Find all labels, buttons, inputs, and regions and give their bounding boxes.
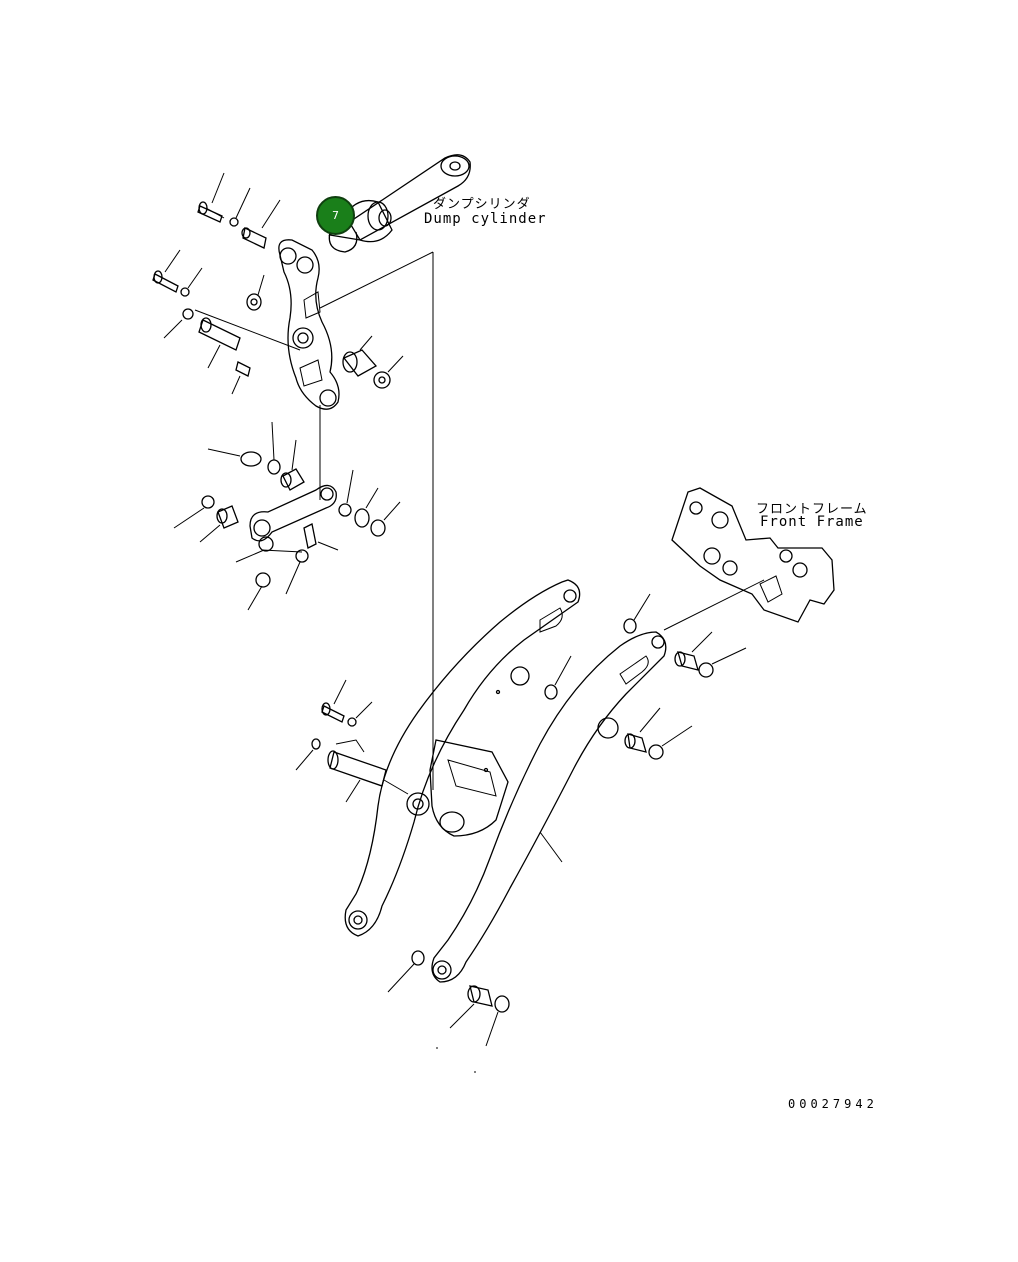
nut-frame-a <box>698 647 747 678</box>
bushing-frame-a <box>674 631 713 671</box>
nut-mid-c <box>338 469 354 517</box>
arm-grease <box>295 738 321 771</box>
callout-number: 7 <box>332 209 339 222</box>
bushing-lower <box>449 985 493 1029</box>
seal-right <box>354 487 379 528</box>
arm-bolt <box>321 679 347 723</box>
front-frame-label-jp: フロントフレーム <box>756 502 868 517</box>
grease-fitting-left <box>163 308 194 339</box>
nut-lower-b <box>485 995 510 1047</box>
washer-left <box>180 267 203 297</box>
oring-right <box>370 501 401 537</box>
upper-pin <box>241 199 281 249</box>
lift-arm-left <box>344 579 581 937</box>
pin-left <box>194 309 301 369</box>
nut-mid-b <box>173 495 215 529</box>
bushing-right <box>342 335 378 377</box>
bolt-mid <box>247 572 271 611</box>
arm-washer <box>347 701 373 727</box>
callout-marker-7[interactable]: 7 <box>316 196 355 235</box>
nut-right <box>373 355 404 389</box>
bushing-mid-b <box>199 505 239 543</box>
cross-tube <box>429 739 509 837</box>
upper-washer <box>229 187 251 227</box>
grease-fitting-mid <box>303 523 339 551</box>
spacer-mid <box>235 536 303 563</box>
dump-cylinder-label-en: Dump cylinder <box>424 211 547 227</box>
dump-cylinder-label-jp: ダンプシリンダ <box>433 197 531 212</box>
nut-frame-b <box>648 725 693 760</box>
lift-arm-right <box>431 631 667 983</box>
drawing-number: 00027942 <box>788 1097 878 1111</box>
nut-arm-mid <box>544 655 572 700</box>
nut-lower-a <box>387 950 425 993</box>
nut-upper <box>246 274 265 311</box>
bell-crank <box>278 239 340 410</box>
bushing-mid-a <box>280 439 305 491</box>
nut-mid-a <box>267 421 281 475</box>
seal-left <box>207 448 262 467</box>
bushing-frame-b <box>624 707 661 753</box>
front-frame <box>663 487 835 631</box>
upper-bolt <box>197 172 225 223</box>
dump-cylinder <box>328 154 471 253</box>
nut-arm-top <box>623 593 651 634</box>
front-frame-label-en: Front Frame <box>760 514 864 530</box>
nipple-left <box>231 361 251 395</box>
nut-mid-d <box>285 549 309 595</box>
arm-pin <box>327 739 409 803</box>
dump-link <box>249 484 337 542</box>
bolt-left <box>152 249 181 293</box>
